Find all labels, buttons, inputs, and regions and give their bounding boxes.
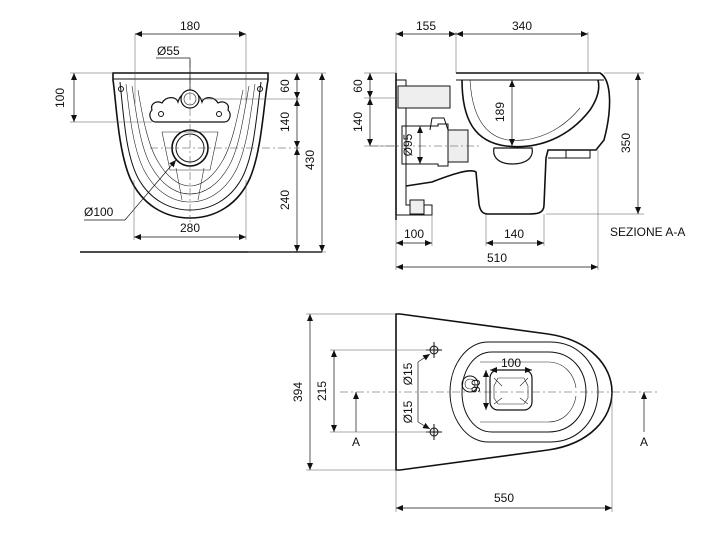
- section-dim-right-height: 350: [619, 133, 633, 153]
- front-dim-right-mid: 140: [278, 112, 292, 132]
- section-bracket-block: [409, 199, 425, 215]
- front-outer-body: [112, 72, 269, 219]
- front-drain-funnel: [161, 131, 219, 171]
- front-view: 180 Ø55 100 60 140 240 430 Ø100 280: [53, 19, 326, 253]
- front-dim-hole: Ø55: [157, 44, 180, 58]
- front-dim-right-top: 60: [278, 79, 292, 93]
- section-supply-pipe: [397, 85, 451, 109]
- section-outer-body: [405, 72, 611, 215]
- front-dim-left-height: 100: [53, 88, 67, 108]
- top-dim-holes-spacing: 215: [315, 381, 329, 401]
- section-view: 155 340 60 140 Ø95 189 350 100 140 510: [351, 19, 685, 270]
- front-dim-right-lower: 240: [278, 190, 292, 210]
- section-dim-left-top: 60: [351, 79, 365, 93]
- front-funnel-line-1: [175, 167, 183, 201]
- section-dim-bottom-mid: 140: [504, 227, 524, 241]
- front-funnel-line-2: [197, 167, 205, 201]
- section-dim-left-mid: 140: [351, 112, 365, 132]
- section-dim-total-length: 510: [487, 251, 507, 265]
- top-view: A A Ø15 Ø15 394 215 100 90 550: [291, 313, 660, 512]
- front-screw-left: [158, 111, 164, 117]
- section-dim-bottom-left: 100: [404, 227, 424, 241]
- top-bowl-outer: [449, 341, 599, 443]
- top-dim-total-length: 550: [494, 491, 514, 505]
- section-dim-top-right: 340: [512, 19, 532, 33]
- section-trap: [493, 147, 533, 165]
- top-dim-hole-top: Ø15: [401, 362, 415, 385]
- top-dim-hole-bottom: Ø15: [401, 400, 415, 423]
- top-rim-rail-upper: [480, 361, 577, 389]
- front-corner-screw-right: [257, 86, 263, 92]
- front-dim-bottom-width: 280: [180, 221, 200, 235]
- front-screw-right: [216, 111, 222, 117]
- section-dim-top-left: 155: [416, 19, 436, 33]
- front-dim-drain: Ø100: [84, 205, 114, 219]
- section-bowl-inner: [461, 79, 600, 148]
- section-drain-pipe: [401, 123, 449, 167]
- top-section-mark-right: A: [640, 435, 648, 449]
- front-corner-screw-left: [118, 86, 124, 92]
- front-dim-top-width: 180: [180, 19, 200, 33]
- section-bowl-inner-2: [469, 79, 581, 141]
- top-rim-rail-lower: [480, 395, 577, 423]
- section-right-step: [565, 149, 591, 159]
- front-rib-2: [125, 83, 256, 203]
- front-rib-4: [137, 89, 244, 187]
- top-dim-outlet-height: 90: [469, 379, 483, 393]
- section-dim-bowl-depth: 189: [493, 102, 507, 122]
- section-dim-pipe: Ø95: [401, 133, 415, 156]
- section-label: SEZIONE A-A: [610, 225, 685, 239]
- top-section-mark-left: A: [352, 435, 360, 449]
- section-rear-spigot: [429, 117, 449, 131]
- top-dim-outlet-width: 100: [501, 356, 521, 370]
- top-dim-height-total: 394: [291, 382, 305, 402]
- front-dim-right-total: 430: [303, 150, 317, 170]
